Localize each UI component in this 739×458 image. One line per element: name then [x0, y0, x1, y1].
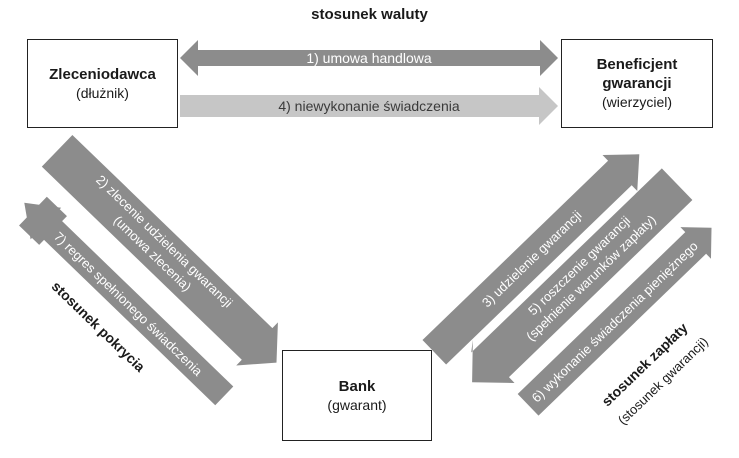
currency-relation-title: stosunek waluty [311, 6, 428, 23]
arrow-1-label: 1) umowa handlowa [306, 50, 432, 66]
bank-name: Bank [338, 377, 376, 395]
bank-box: Bank (gwarant) [282, 350, 432, 441]
beneficiary-name-line1: Beneficjent [596, 56, 678, 73]
beneficiary-role: (wierzyciel) [602, 94, 672, 110]
principal-role: (dłużnik) [76, 84, 129, 101]
principal-name: Zleceniodawca [49, 65, 156, 83]
arrow-commercial-agreement: 1) umowa handlowa [180, 40, 558, 76]
bank-role: (gwarant) [327, 396, 387, 413]
arrow-4-label: 4) niewykonanie świadczenia [278, 98, 460, 114]
beneficiary-box: Beneficjent gwarancji (wierzyciel) [561, 39, 713, 128]
arrow-non-performance: 4) niewykonanie świadczenia [180, 87, 558, 125]
principal-box: Zleceniodawca (dłużnik) [27, 39, 178, 128]
beneficiary-name-line2: gwarancji [602, 75, 672, 92]
